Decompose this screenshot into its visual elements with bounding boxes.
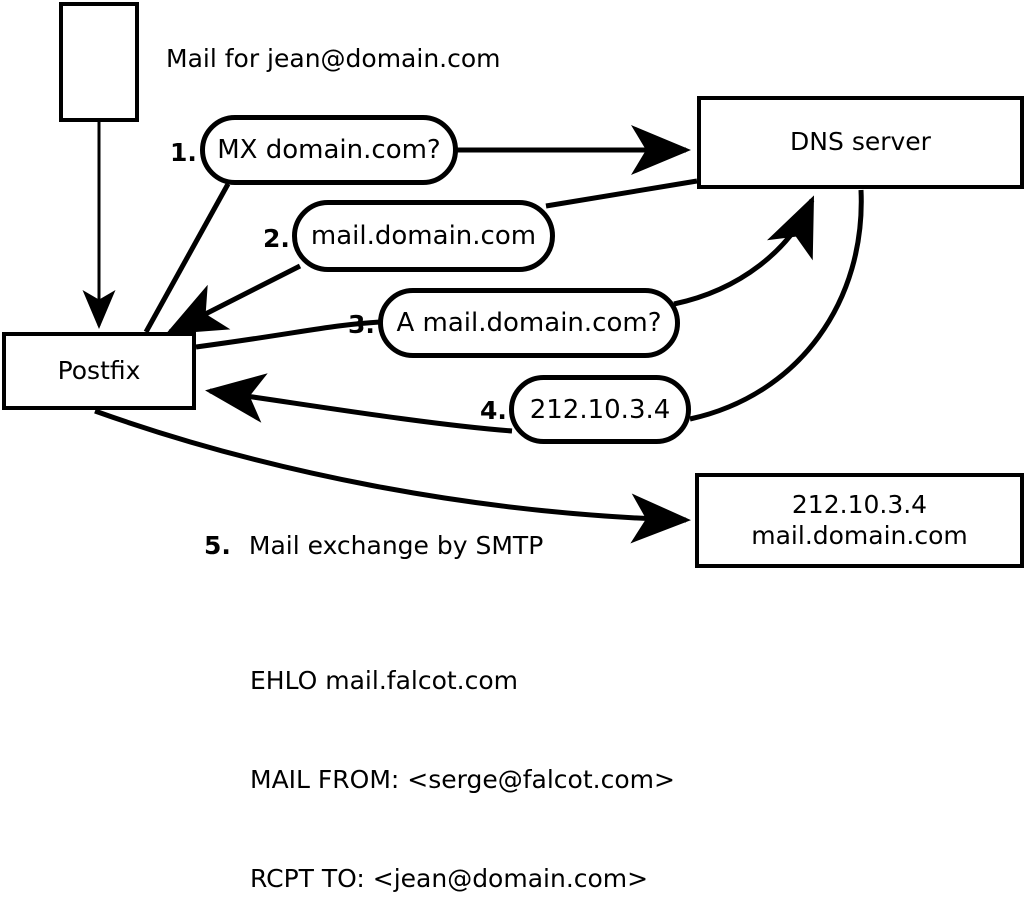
node-dns-server-label: DNS server <box>790 127 931 157</box>
bubble-step-3[interactable]: A mail.domain.com? <box>378 288 680 358</box>
step-number-5: 5. <box>204 531 231 560</box>
connector-step3-postfix-to-bubble <box>195 319 381 350</box>
bubble-step-2[interactable]: mail.domain.com <box>292 200 555 272</box>
bubble-step-3-label: A mail.domain.com? <box>396 308 662 338</box>
bubble-step-4-label: 212.10.3.4 <box>529 394 671 425</box>
node-postfix-label: Postfix <box>57 355 141 385</box>
step-number-2: 2. <box>263 224 290 253</box>
mail-for-note: Mail for jean@domain.com <box>166 44 501 73</box>
connector-step3-bubble-to-dns <box>673 195 815 307</box>
bubble-step-2-label: mail.domain.com <box>310 221 537 251</box>
step-number-3: 3. <box>348 310 375 339</box>
node-remote-mx-host: mail.domain.com <box>751 520 968 550</box>
connector-step5-postfix-to-remote <box>94 408 691 544</box>
smtp-transcript: EHLO mail.falcot.com MAIL FROM: <serge@f… <box>250 598 675 919</box>
smtp-line: EHLO mail.falcot.com <box>250 666 519 695</box>
connector-step2-bubble-to-postfix <box>165 263 302 335</box>
node-remote-mx[interactable]: 212.10.3.4 mail.domain.com <box>695 473 1024 568</box>
smtp-line: RCPT TO: <jean@domain.com> <box>250 864 649 893</box>
connector-step1-postfix-to-bubble <box>143 182 231 334</box>
node-dns-server[interactable]: DNS server <box>697 96 1024 189</box>
step-number-4: 4. <box>480 396 507 425</box>
node-sender-host[interactable] <box>59 2 139 122</box>
step-5-row: 5. Mail exchange by SMTP <box>204 533 543 558</box>
connector-step4-bubble-to-postfix <box>205 373 513 434</box>
step-number-1: 1. <box>170 138 197 167</box>
connector-step2-dns-to-bubble <box>545 178 698 209</box>
bubble-step-1[interactable]: MX domain.com? <box>200 115 458 185</box>
node-remote-mx-ip: 212.10.3.4 <box>791 490 928 519</box>
node-postfix[interactable]: Postfix <box>2 332 196 410</box>
smtp-line: MAIL FROM: <serge@falcot.com> <box>250 765 675 794</box>
bubble-step-4[interactable]: 212.10.3.4 <box>509 375 691 444</box>
step-5-label: Mail exchange by SMTP <box>248 531 544 560</box>
bubble-step-1-label: MX domain.com? <box>217 135 441 165</box>
connector-step4-dns-to-bubble <box>689 189 864 422</box>
